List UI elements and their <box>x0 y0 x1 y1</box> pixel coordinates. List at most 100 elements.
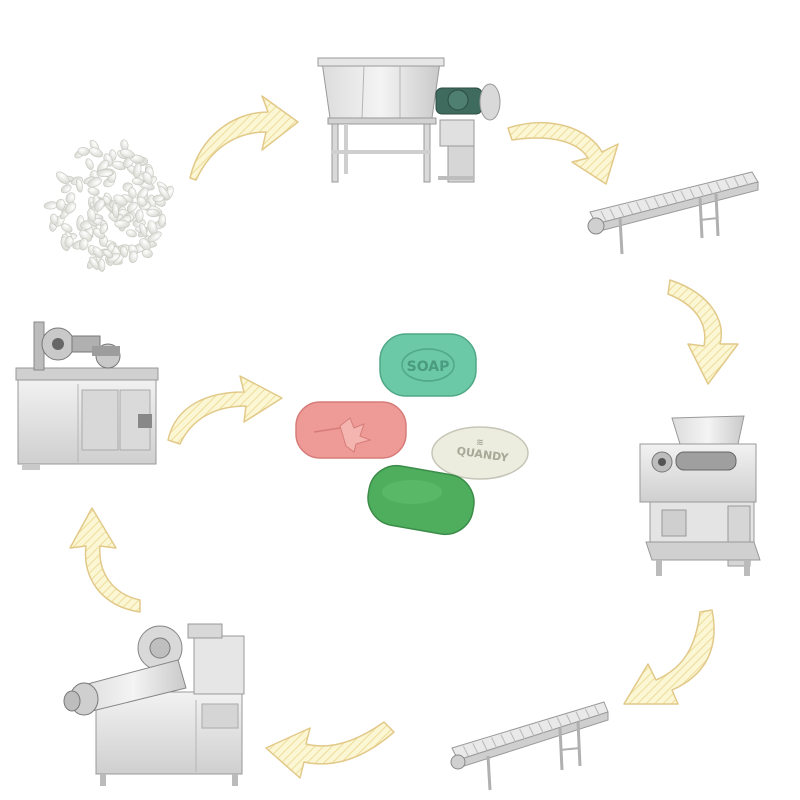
conveyor-slat <box>556 717 563 728</box>
soap-noodle <box>78 237 89 251</box>
conveyor-slat <box>547 720 554 731</box>
soap-noodle <box>133 162 142 178</box>
conveyor-slat <box>519 728 526 740</box>
curved-arrow-icon <box>69 507 141 613</box>
soap-noodle <box>85 158 94 170</box>
soap-noodle <box>142 171 153 185</box>
conveyor-slat <box>584 708 591 720</box>
soap-noodle <box>93 199 105 212</box>
conveyor-slat <box>462 745 469 757</box>
conveyor-slat <box>618 206 625 217</box>
conveyor-slat <box>472 743 479 754</box>
conveyor-slat <box>724 179 731 190</box>
conveyor-slat <box>671 192 678 204</box>
conveyor-slat <box>575 711 582 722</box>
conveyor-slat <box>609 208 616 219</box>
soap-noodle <box>139 222 148 238</box>
soap-noodle <box>87 187 100 196</box>
conveyor-slat <box>662 194 669 206</box>
belt-conveyor-icon <box>450 701 609 791</box>
three-roller-mill-icon <box>639 415 761 576</box>
curved-arrow-icon <box>623 609 715 705</box>
conveyor-slat <box>680 190 687 202</box>
soap-noodle <box>89 256 100 270</box>
soap-bar-white: ≋ QUANDY <box>431 426 529 480</box>
soap-noodle <box>87 177 102 188</box>
conveyor-slat <box>653 197 660 208</box>
conveyor-slat <box>528 725 535 737</box>
curved-arrow-icon <box>507 122 619 185</box>
soap-noodle <box>120 246 128 258</box>
finished-soap-bars: SOAP ≋ QUANDY <box>295 333 529 536</box>
soap-noodle <box>65 192 76 204</box>
conveyor-slat <box>733 177 740 188</box>
curved-arrow-icon <box>189 95 299 181</box>
soap-noodle <box>98 258 106 272</box>
conveyor-slat <box>698 186 705 197</box>
stamping-machine-icon <box>15 321 159 470</box>
svg-text:≋: ≋ <box>476 438 484 448</box>
soap-noodle <box>141 248 153 259</box>
soap-noodle <box>77 146 90 156</box>
soap-noodle <box>55 198 66 211</box>
soap-noodle <box>146 208 160 218</box>
soap-noodle <box>125 229 137 238</box>
conveyor-slat <box>509 731 516 743</box>
conveyor-slat <box>600 210 607 222</box>
soap-noodle <box>88 147 104 158</box>
soap-noodle <box>96 168 114 178</box>
soap-noodle <box>128 250 138 264</box>
soap-bar-shape <box>431 426 529 480</box>
soap-bar-label: SOAP <box>407 359 450 375</box>
soap-noodle <box>136 196 147 207</box>
soap-noodle <box>64 201 77 214</box>
conveyor-slat <box>627 203 634 215</box>
soap-noodle <box>61 223 73 233</box>
soap-noodle <box>99 223 108 234</box>
belt-conveyor-icon <box>587 171 759 255</box>
soap-noodle <box>75 178 83 193</box>
soap-noodle <box>60 184 72 194</box>
soap-noodle <box>131 177 144 186</box>
curved-arrow-icon <box>667 279 739 385</box>
curved-arrow-icon <box>167 375 283 445</box>
soap-bar-soap: SOAP <box>379 333 477 397</box>
conveyor-slat <box>742 174 749 186</box>
soap-bar-green <box>367 464 475 536</box>
soap-noodle <box>92 246 104 259</box>
conveyor-slat <box>707 183 714 195</box>
soap-noodle <box>112 202 119 219</box>
soap-noodle <box>158 213 166 228</box>
soap-noodle <box>126 201 138 213</box>
conveyor-slat <box>594 705 601 717</box>
flow-arrows <box>69 95 739 779</box>
soap-bar-pink <box>295 401 407 459</box>
soap-noodle <box>114 219 130 229</box>
soap-noodle <box>119 148 135 159</box>
soap-noodle <box>128 187 137 199</box>
soap-noodle <box>147 231 162 243</box>
conveyor-slat <box>500 734 507 745</box>
vacuum-plodder-icon <box>63 623 245 786</box>
conveyor-slat <box>537 722 544 734</box>
conveyor-slat <box>635 201 642 213</box>
mixer-machine-icon <box>317 57 501 183</box>
soap-noodle <box>113 194 128 207</box>
conveyor-slat <box>566 714 572 725</box>
soap-noodle <box>49 213 59 225</box>
conveyor-slat <box>491 737 497 748</box>
soap-noodle <box>87 208 97 223</box>
conveyor-slat <box>715 181 722 193</box>
conveyor-slat <box>481 740 488 751</box>
soap-noodle <box>152 194 165 203</box>
soap-noodle <box>103 249 113 259</box>
soap-noodle <box>55 171 70 185</box>
soap-noodle <box>135 209 144 223</box>
conveyor-slat <box>689 188 696 199</box>
curved-arrow-icon <box>265 721 395 779</box>
soap-noodles-pile-icon <box>43 139 174 272</box>
soap-noodle <box>64 236 74 248</box>
soap-bar-shape <box>379 333 477 397</box>
conveyor-slat <box>644 199 651 210</box>
